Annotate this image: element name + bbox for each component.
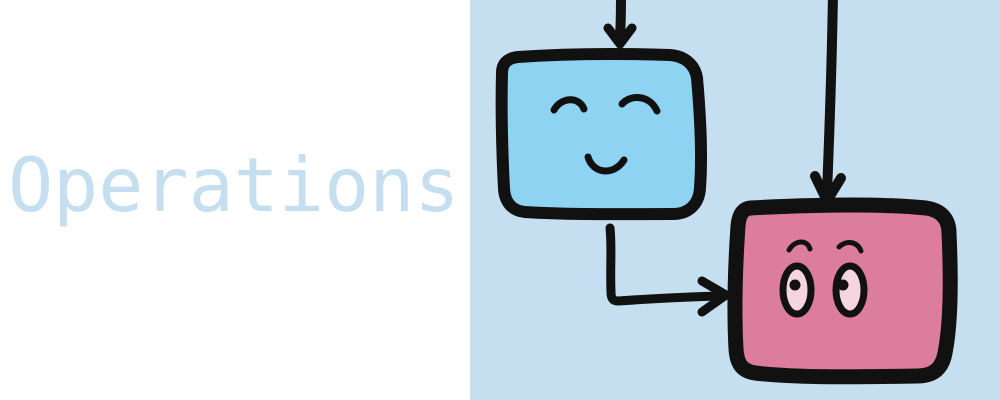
operations-diagram [495, 0, 958, 385]
blue-left-eye [550, 96, 588, 114]
incoming-arrow-pink-block [810, 0, 846, 206]
incoming-arrow-blue-block [603, 0, 637, 49]
pink-left-brow [786, 239, 813, 253]
blue-smiling-block [495, 47, 707, 221]
pink-right-brow [836, 240, 864, 254]
page-title: Operations [8, 141, 460, 229]
title-panel: Operations [0, 0, 470, 400]
pink-surprised-block [727, 197, 958, 385]
blue-block-body [495, 47, 707, 221]
blue-right-eye [618, 94, 661, 115]
pink-right-eye [832, 262, 868, 318]
blue-to-pink-connector [605, 223, 731, 317]
diagram-panel [470, 0, 1000, 400]
pink-left-pupil [789, 279, 801, 291]
blue-smile [584, 153, 628, 175]
pink-right-pupil [837, 279, 849, 291]
